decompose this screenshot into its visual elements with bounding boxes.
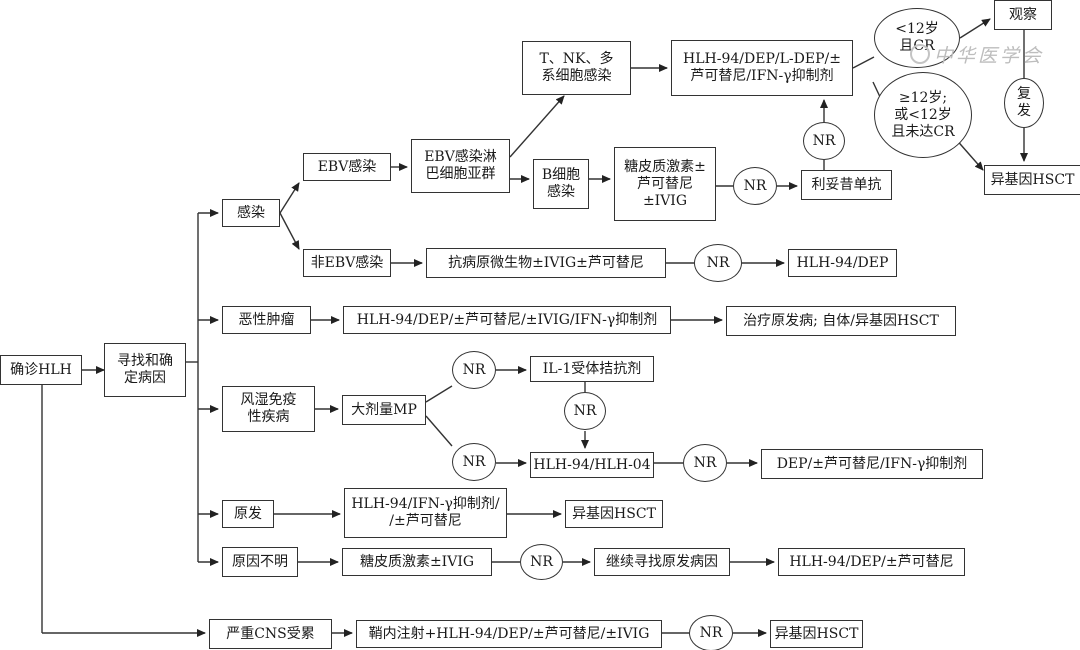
nr-oval-rituximab: NR [733, 167, 777, 205]
severe-cns-box: 严重CNS受累 [209, 619, 332, 649]
malignancy-box: 恶性肿瘤 [222, 306, 311, 334]
nr-oval-antimicrobial: NR [694, 244, 742, 282]
ebv-infection-box: EBV感染 [303, 153, 391, 181]
non-ebv-infection-box: 非EBV感染 [303, 249, 391, 277]
find-cause-box: 寻找和确 定病因 [104, 343, 186, 397]
hlh94-malignancy-box: HLH-94/DEP/±芦可替尼/±IVIG/IFN-γ抑制剂 [343, 306, 671, 334]
relapse-oval: 复 发 [1004, 78, 1044, 128]
keep-searching-box: 继续寻找原发病因 [594, 548, 730, 576]
rituximab-box: 利妥昔单抗 [801, 170, 892, 200]
high-dose-mp-box: 大剂量MP [342, 395, 426, 425]
nr-oval-middle: NR [564, 392, 606, 430]
ebv-lymphocyte-subset-box: EBV感染淋 巴细胞亚群 [411, 139, 510, 193]
nr-oval-hlh94-tnk: NR [803, 122, 845, 160]
allo-hsct-primary-box: 异基因HSCT [565, 500, 663, 528]
unknown-cause-box: 原因不明 [222, 547, 298, 577]
watermark-text: 中华医学会 [934, 44, 1045, 67]
t-nk-multilineage-box: T、NK、多 系细胞感染 [522, 41, 631, 95]
nr-oval-il1: NR [452, 351, 496, 389]
dep-rheum-box: DEP/±芦可替尼/IFN-γ抑制剂 [761, 449, 983, 479]
nr-oval-hlh94-04: NR [452, 443, 496, 481]
hlh94-dep-infection-box: HLH-94/DEP [788, 249, 897, 277]
intrathecal-box: 鞘内注射+HLH-94/DEP/±芦可替尼/±IVIG [356, 620, 662, 648]
treat-primary-disease-box: 治疗原发病; 自体/异基因HSCT [726, 306, 956, 336]
il1-antagonist-box: IL-1受体拮抗剂 [530, 356, 654, 382]
nr-oval-cns: NR [689, 615, 733, 650]
steroid-unknown-box: 糖皮质激素±IVIG [342, 548, 492, 576]
watermark: 中华医学会 [910, 40, 1080, 68]
hlh94-tnk-regimen-box: HLH-94/DEP/L-DEP/± 芦可替尼/IFN-γ抑制剂 [671, 40, 853, 96]
antimicrobial-box: 抗病原微生物±IVIG±芦可替尼 [426, 248, 666, 278]
seal-icon [910, 44, 930, 64]
hlh94-primary-box: HLH-94/IFN-γ抑制剂/ /±芦可替尼 [344, 488, 507, 538]
diagnose-hlh-box: 确诊HLH [0, 355, 82, 385]
hlh94-hlh04-box: HLH-94/HLH-04 [530, 452, 654, 478]
rheumatic-disease-box: 风湿免疫 性疾病 [222, 386, 315, 432]
allo-hsct-cns-box: 异基因HSCT [770, 620, 863, 648]
steroid-b-cell-box: 糖皮质激素± 芦可替尼 ±IVIG [614, 147, 716, 221]
over12-oval: ≥12岁; 或<12岁 且未达CR [874, 72, 972, 158]
primary-box: 原发 [222, 500, 274, 528]
allo-hsct-top-box: 异基因HSCT [984, 165, 1080, 195]
nr-oval-unknown: NR [520, 544, 563, 580]
observe-box: 观察 [994, 0, 1052, 30]
hlh94-unknown-box: HLH-94/DEP/±芦可替尼 [778, 548, 965, 576]
b-cell-infection-box: B细胞 感染 [533, 159, 589, 209]
infection-box: 感染 [222, 199, 280, 227]
nr-oval-dep: NR [683, 444, 727, 482]
